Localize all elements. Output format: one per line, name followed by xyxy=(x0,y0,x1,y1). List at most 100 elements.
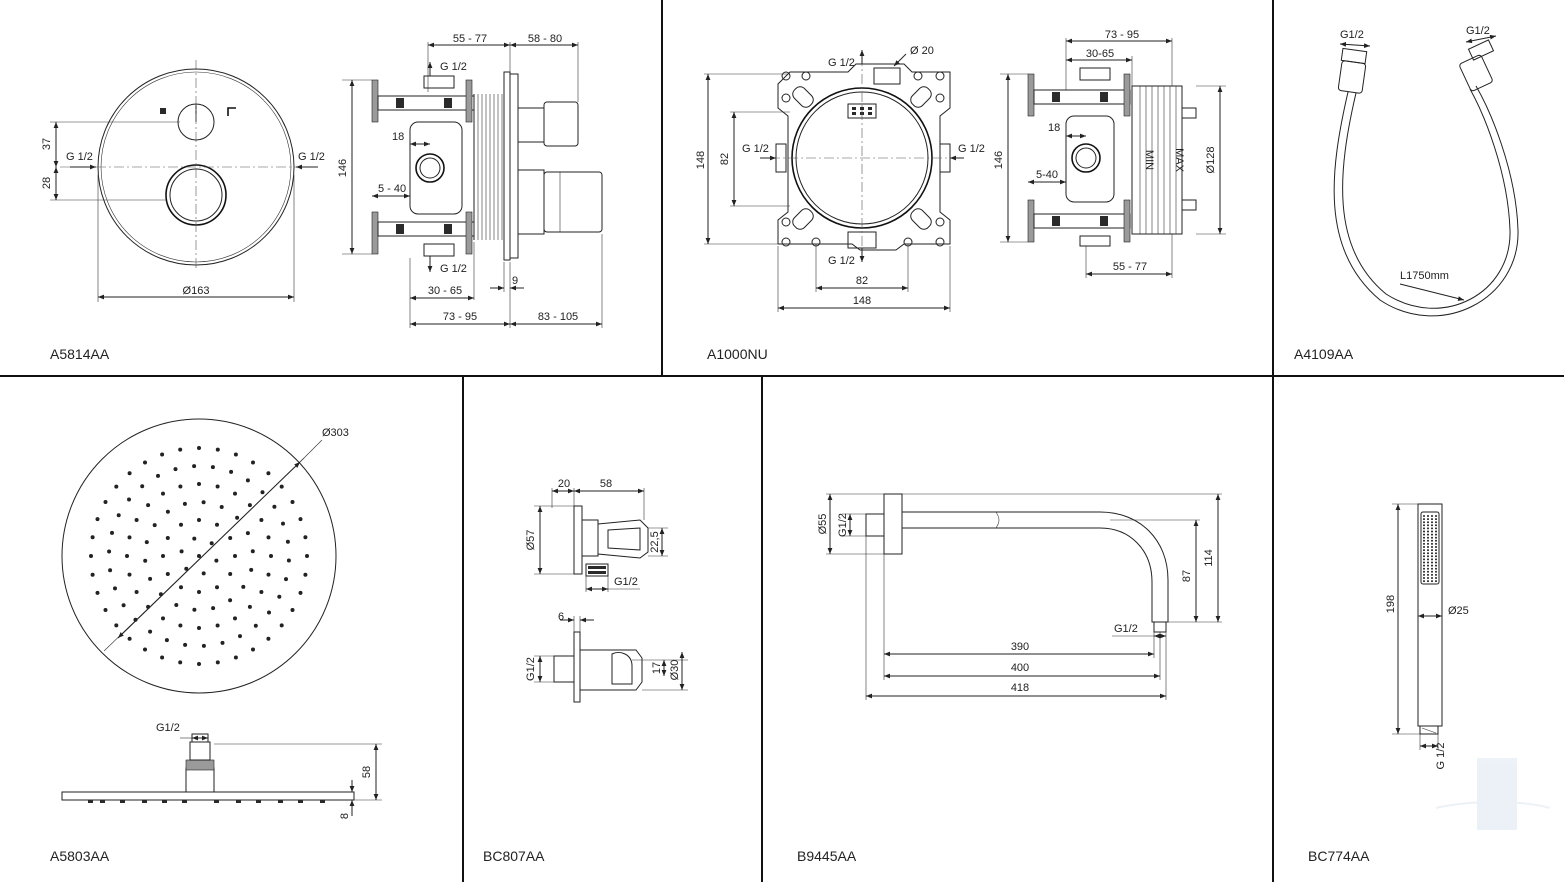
handshower-nozzle-dot xyxy=(1423,521,1425,524)
nozzle-dot xyxy=(114,484,119,489)
product-code-box: A1000NU xyxy=(707,346,768,362)
handshower-nozzle-dot xyxy=(1435,561,1437,564)
handshower-nozzle-dot xyxy=(1423,533,1425,536)
nozzle-dot xyxy=(245,478,250,483)
elbow-dim-22-5: 22,5 xyxy=(649,531,661,552)
handshower-nozzles xyxy=(1423,515,1437,583)
handshower-nozzle-dot xyxy=(1423,577,1425,579)
arm-rosette xyxy=(883,493,903,555)
nozzle-dot xyxy=(201,571,206,576)
nozzle-dot xyxy=(228,598,233,603)
handshower-nozzle-dot xyxy=(1435,580,1437,583)
nozzle-dot xyxy=(233,616,237,621)
mixer-dim-73-95: 73 - 95 xyxy=(443,311,477,323)
product-code-mixer: A5814AA xyxy=(50,346,110,362)
elbow-dim-dia57: Ø57 xyxy=(525,530,537,551)
handshower-nozzle-dot xyxy=(1435,518,1437,521)
panel-hose: G1/2 G1/2 L1750mm A4109AA xyxy=(1294,25,1519,362)
nozzle-dot xyxy=(134,590,139,594)
nozzle-dot xyxy=(266,535,271,540)
nozzle-dot xyxy=(116,513,121,518)
nozzle-dot xyxy=(146,503,151,508)
handshower-nozzle-dot xyxy=(1427,527,1429,530)
handshower-nozzle-dot xyxy=(1427,521,1429,524)
handshower-nozzle-dot xyxy=(1423,567,1425,570)
handshower-nozzle-dot xyxy=(1427,539,1429,542)
mixer-inlet-right: G 1/2 xyxy=(298,151,325,163)
handshower-nozzle-dot xyxy=(1435,549,1437,552)
handshower-nozzle-dot xyxy=(1423,536,1425,539)
nozzle-dot xyxy=(298,517,303,522)
handshower-nozzle-dot xyxy=(1435,536,1437,539)
handshower-nozzle-dot xyxy=(1427,573,1429,576)
nozzle-dot xyxy=(284,577,288,582)
arm-dim-114: 114 xyxy=(1203,549,1215,567)
handshower-nozzle-dot xyxy=(1431,555,1433,558)
nozzle-dot xyxy=(215,623,220,628)
mixer-inlet-left: G 1/2 xyxy=(66,151,93,163)
nozzle-dot xyxy=(160,452,165,457)
shower-head-face xyxy=(61,418,337,694)
nozzle-dot xyxy=(201,500,206,505)
nozzle-dot xyxy=(267,610,271,615)
nozzle-dot xyxy=(233,655,238,660)
mixer-side-view xyxy=(371,71,603,261)
handshower-nozzle-dot xyxy=(1427,552,1429,555)
nozzle-dot xyxy=(281,521,285,526)
nozzle-dot xyxy=(285,539,290,544)
hose-dim-g1: G1/2 xyxy=(1340,29,1364,41)
handshower-nozzle-dot xyxy=(1431,546,1433,548)
elbow-dim-58: 58 xyxy=(600,478,612,490)
nozzle-dot xyxy=(148,629,153,634)
product-code-elbow: BC807AA xyxy=(483,848,545,864)
hose-dim-g2: G1/2 xyxy=(1466,25,1490,37)
elbow-dim-17: 17 xyxy=(651,662,663,674)
nozzle-dot xyxy=(247,503,252,508)
handshower-nozzle-dot xyxy=(1431,542,1433,545)
nozzle-dot xyxy=(95,590,100,595)
nozzle-dot xyxy=(127,572,132,577)
handshower-dim-198: 198 xyxy=(1385,595,1397,613)
handshower-nozzle-dot xyxy=(1431,558,1433,561)
panel-elbow: 20 58 Ø57 22,5 G1/2 6 G1/2 17 Ø30 xyxy=(483,478,688,864)
nozzle-dot xyxy=(165,572,170,576)
product-code-handshower: BC774AA xyxy=(1308,848,1370,864)
nozzle-dot xyxy=(235,515,240,520)
nozzle-dot xyxy=(178,623,183,628)
arm-dim-418: 418 xyxy=(1011,682,1029,694)
nozzle-dot xyxy=(219,505,224,509)
handshower-nozzle-dot xyxy=(1431,530,1433,533)
nozzle-dot xyxy=(249,567,254,572)
nozzle-dot xyxy=(110,530,114,535)
handshower-nozzle-dot xyxy=(1435,558,1437,561)
handshower-nozzle-dot xyxy=(1431,577,1433,579)
nozzle-dot xyxy=(125,554,129,558)
nozzle-dot xyxy=(305,554,309,558)
nozzle-dot xyxy=(214,558,219,563)
panel-mixer: 37 28 G 1/2 G 1/2 Ø163 xyxy=(41,33,603,362)
nozzle-dot xyxy=(201,643,206,648)
nozzle-dot xyxy=(209,541,214,546)
box-dim-18: 18 xyxy=(1048,122,1060,134)
handshower-nozzle-dot xyxy=(1435,552,1437,555)
handshower-nozzle-dot xyxy=(1427,546,1429,548)
nozzle-dot xyxy=(303,535,308,540)
handshower-nozzle-dot xyxy=(1435,555,1437,558)
nozzle-dot xyxy=(156,473,160,478)
mixer-dim-83-105: 83 - 105 xyxy=(538,311,578,323)
nozzle-dot xyxy=(197,626,201,630)
nozzle-dot xyxy=(165,509,170,514)
nozzle-dot xyxy=(251,647,255,652)
box-inlet-top: G 1/2 xyxy=(828,57,855,69)
nozzle-dot xyxy=(266,471,271,476)
arm-dim-390: 390 xyxy=(1011,641,1029,653)
nozzle-dot xyxy=(161,491,165,496)
handshower-nozzle-dot xyxy=(1423,561,1425,564)
arm-tube xyxy=(901,511,1169,623)
handshower-nozzle-dot xyxy=(1427,580,1429,583)
mixer-dim-9: 9 xyxy=(512,275,518,287)
panel-handshower: 198 Ø25 G 1/2 BC774AA xyxy=(1308,503,1469,864)
elbow-dim-g2: G1/2 xyxy=(525,657,537,681)
nozzle-dot xyxy=(143,460,147,465)
